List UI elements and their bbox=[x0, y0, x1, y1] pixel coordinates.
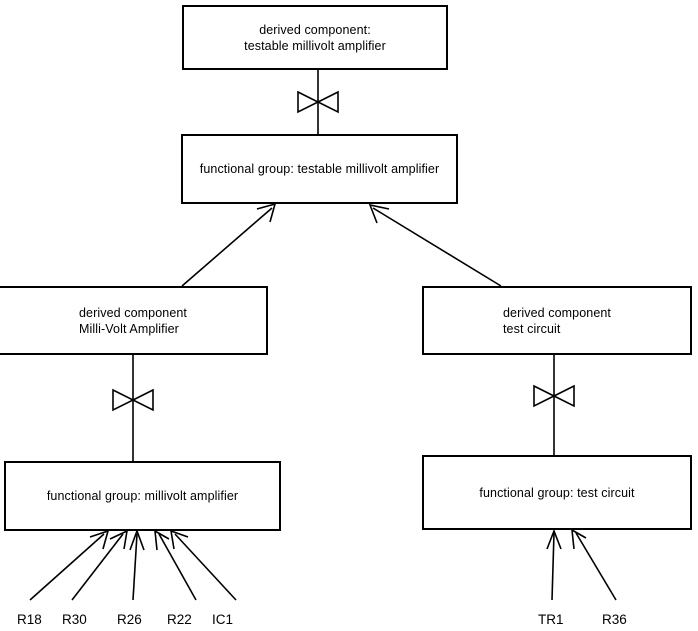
connector-derived-mva-to-fg-mva bbox=[112, 355, 154, 461]
leaf-label-r30[interactable]: R30 bbox=[62, 612, 87, 627]
connector-r30 bbox=[71, 529, 129, 601]
connector-derived-to-fg-testable bbox=[297, 70, 339, 134]
node-derived-testable-millivolt-amplifier[interactable]: derived component: testable millivolt am… bbox=[182, 5, 448, 70]
leaf-label-r26[interactable]: R26 bbox=[117, 612, 142, 627]
connector-ic1 bbox=[169, 529, 237, 601]
leaf-label-r36[interactable]: R36 bbox=[602, 612, 627, 627]
connector-r22 bbox=[154, 529, 197, 601]
connector-mva-to-testable-fg bbox=[181, 202, 277, 287]
connector-derived-tc-to-fg-tc bbox=[533, 355, 575, 455]
node-fg-testable-millivolt-amplifier[interactable]: functional group: testable millivolt amp… bbox=[181, 134, 458, 204]
node-label: derived component: testable millivolt am… bbox=[244, 22, 386, 53]
node-label: derived component Milli-Volt Amplifier bbox=[78, 305, 188, 336]
connector-r36 bbox=[571, 528, 617, 601]
leaf-label-tr1[interactable]: TR1 bbox=[538, 612, 564, 627]
leaf-label-r22[interactable]: R22 bbox=[167, 612, 192, 627]
node-fg-test-circuit[interactable]: functional group: test circuit bbox=[422, 455, 692, 530]
leaf-label-r18[interactable]: R18 bbox=[17, 612, 42, 627]
connector-tc-to-testable-fg bbox=[368, 203, 502, 287]
connector-tr1 bbox=[546, 528, 562, 601]
leaf-label-ic1[interactable]: IC1 bbox=[212, 612, 234, 627]
node-label: derived component test circuit bbox=[502, 305, 612, 336]
node-label: functional group: test circuit bbox=[479, 485, 635, 500]
node-derived-test-circuit[interactable]: derived component test circuit bbox=[422, 286, 692, 355]
node-label: functional group: millivolt amplifier bbox=[46, 489, 239, 503]
node-fg-millivolt-amplifier[interactable]: functional group: millivolt amplifier bbox=[4, 461, 281, 531]
connector-r26 bbox=[129, 528, 145, 601]
node-derived-milli-volt-amplifier[interactable]: derived component Milli-Volt Amplifier bbox=[0, 286, 268, 355]
connector-r18 bbox=[29, 529, 110, 601]
node-label: functional group: testable millivolt amp… bbox=[199, 162, 440, 176]
